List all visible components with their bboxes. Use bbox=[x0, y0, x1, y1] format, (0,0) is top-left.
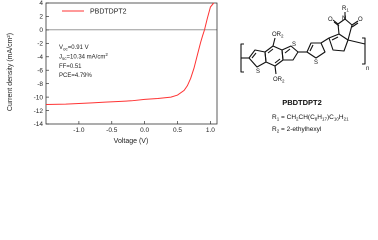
benzo-double-bond-2 bbox=[274, 58, 281, 64]
label-o-right: O bbox=[358, 17, 363, 23]
label-s-left: S bbox=[256, 69, 260, 75]
x-axis-ticks: -1.0 -0.5 0.0 0.5 1.0 bbox=[73, 121, 215, 134]
annotation-ff: FF=0.51 bbox=[59, 64, 82, 70]
molecule-structure: OR2 OR2 S S S N R1 O O n PBDTDPT2 R1 = C… bbox=[240, 6, 369, 134]
y-tick-label: -2 bbox=[37, 41, 43, 48]
r1-definition: R1 = CH2CH(C8H17)C10H21 bbox=[272, 114, 349, 122]
annotation-voc: Voc=0.91 V bbox=[59, 45, 89, 52]
y-tick-label: -14 bbox=[34, 121, 44, 128]
carbonyl-right bbox=[351, 20, 359, 26]
benzo-ring bbox=[264, 45, 284, 67]
x-axis-label: Voltage (V) bbox=[114, 138, 149, 145]
left-thiophene-double-bond bbox=[251, 52, 257, 59]
label-n: N bbox=[342, 16, 346, 22]
thiophene-spacer-ring bbox=[306, 42, 326, 59]
x-tick-label: -0.5 bbox=[106, 127, 118, 134]
bond-right-terminal bbox=[347, 39, 366, 45]
series-line-pbdtdpt2 bbox=[45, 2, 215, 106]
label-r1-on-n: R1 bbox=[342, 6, 349, 13]
bond-or-bottom bbox=[274, 65, 277, 75]
right-bdt-thiophene-double-bond bbox=[284, 48, 291, 54]
imide-ring bbox=[337, 18, 353, 41]
plot-frame bbox=[45, 2, 218, 125]
label-or-bottom: OR2 bbox=[273, 77, 285, 84]
x-tick-label: 0.0 bbox=[140, 127, 149, 134]
annotation-jsc: Jsc=10.34 mA/cm2 bbox=[59, 52, 108, 61]
label-or-top: OR2 bbox=[272, 32, 284, 39]
benzo-double-bond-1 bbox=[267, 48, 274, 54]
carbonyl-left bbox=[332, 19, 339, 25]
y-tick-label: -6 bbox=[37, 67, 43, 74]
annotation-pce: PCE=4.79% bbox=[59, 73, 93, 79]
y-axis-ticks: 4 2 0 -2 -4 -6 -8 -10 -12 -14 bbox=[34, 0, 49, 128]
series-layer bbox=[45, 2, 215, 106]
r2-definition: R2 = 2-ethylhexyl bbox=[272, 126, 322, 134]
y-tick-label: 4 bbox=[39, 0, 43, 7]
plot-border bbox=[45, 2, 218, 125]
y-axis-label: Current density (mA/cm²) bbox=[7, 33, 14, 111]
right-bdt-thiophene-ring bbox=[281, 45, 299, 61]
y-tick-label: 2 bbox=[39, 14, 43, 21]
bond-thiophene-to-dpt bbox=[320, 37, 330, 44]
y-tick-label: -4 bbox=[37, 54, 43, 61]
polymer-name: PBDTDPT2 bbox=[282, 98, 322, 107]
x-tick-label: 1.0 bbox=[206, 127, 215, 134]
jv-chart: 4 2 0 -2 -4 -6 -8 -10 -12 -14 -1.0 -0.5 0.0 0.5 1.0 C… bbox=[7, 0, 218, 145]
y-tick-label: 0 bbox=[39, 27, 43, 34]
carbonyl-left-2 bbox=[333, 21, 340, 27]
y-tick-label: -10 bbox=[34, 94, 44, 101]
thieno-double-bond bbox=[331, 36, 339, 41]
thiophene-spacer-double-bond bbox=[309, 44, 314, 52]
legend-label: PBDTDPT2 bbox=[90, 9, 127, 16]
thieno-ring bbox=[328, 33, 349, 52]
y-tick-label: -12 bbox=[34, 108, 44, 115]
label-o-left: O bbox=[328, 17, 333, 23]
x-tick-label: -1.0 bbox=[73, 127, 85, 134]
left-thiophene-ring bbox=[248, 49, 267, 68]
bond-or-top bbox=[272, 37, 276, 47]
label-s-thiophene: S bbox=[314, 60, 318, 66]
label-repeat-n: n bbox=[366, 66, 369, 72]
x-tick-label: 0.5 bbox=[173, 127, 182, 134]
right-bracket bbox=[362, 37, 366, 65]
y-tick-label: -8 bbox=[37, 81, 43, 88]
carbonyl-right-2 bbox=[351, 22, 359, 28]
label-s-right: S bbox=[292, 42, 296, 48]
